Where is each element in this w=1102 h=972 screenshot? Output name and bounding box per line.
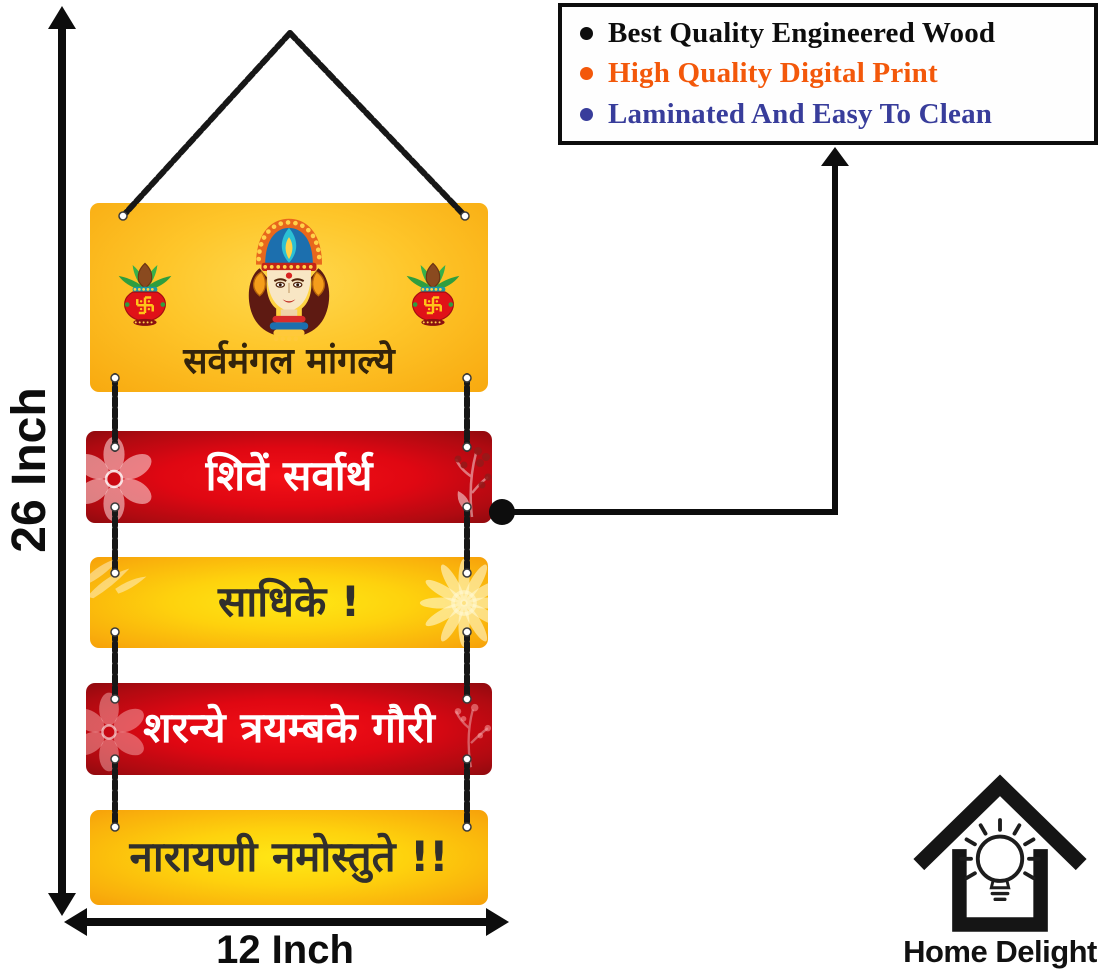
bullet-icon — [580, 26, 593, 40]
feature-label: High Quality Digital Print — [608, 57, 938, 90]
panel-text: शिवें सर्वार्थ — [205, 451, 373, 501]
feature-item: Laminated And Easy To Clean — [580, 98, 1086, 131]
hanging-panel: नारायणी नमोस्तुते !! — [90, 810, 488, 905]
brand-name: Home Delight — [903, 934, 1097, 969]
panel-text: शरन्ये त्रयम्बके गौरी — [143, 703, 435, 753]
callout-arrowhead-icon — [821, 147, 849, 166]
panel-text: नारायणी नमोस्तुते !! — [129, 831, 449, 881]
feature-item: Best Quality Engineered Wood — [580, 17, 1086, 50]
arrowhead-up-icon — [48, 6, 76, 29]
callout-line-vertical — [832, 158, 838, 515]
kalash-icon — [406, 262, 460, 326]
width-dimension-label: 12 Inch — [216, 928, 354, 972]
feature-box: Best Quality Engineered Wood High Qualit… — [558, 3, 1098, 145]
hanging-panel: शरन्ये त्रयम्बके गौरी — [86, 683, 492, 775]
bullet-icon — [580, 67, 593, 81]
height-arrow-line — [58, 24, 66, 896]
hanging-panel: साधिके ! — [90, 557, 488, 648]
house-lightbulb-icon — [913, 774, 1087, 932]
callout-line-horizontal — [500, 509, 838, 515]
hanging-panel: शिवें सर्वार्थ — [86, 431, 492, 523]
durga-face-icon — [248, 218, 330, 342]
brand-logo: Home Delight — [898, 766, 1102, 972]
height-dimension-label: 26 Inch — [3, 387, 56, 553]
kalash-icon — [118, 262, 172, 326]
panel-text: सर्वमंगल मांगल्ये — [183, 341, 395, 382]
panel-text: साधिके ! — [217, 576, 360, 626]
feature-label: Best Quality Engineered Wood — [608, 16, 996, 49]
feature-label: Laminated And Easy To Clean — [608, 98, 993, 131]
arrowhead-right-icon — [486, 908, 509, 936]
arrowhead-left-icon — [64, 908, 87, 936]
bullet-icon — [580, 108, 593, 122]
hanging-panel-header: सर्वमंगल मांगल्ये — [90, 203, 488, 392]
width-arrow-line — [84, 918, 488, 926]
feature-item: High Quality Digital Print — [580, 57, 1086, 90]
